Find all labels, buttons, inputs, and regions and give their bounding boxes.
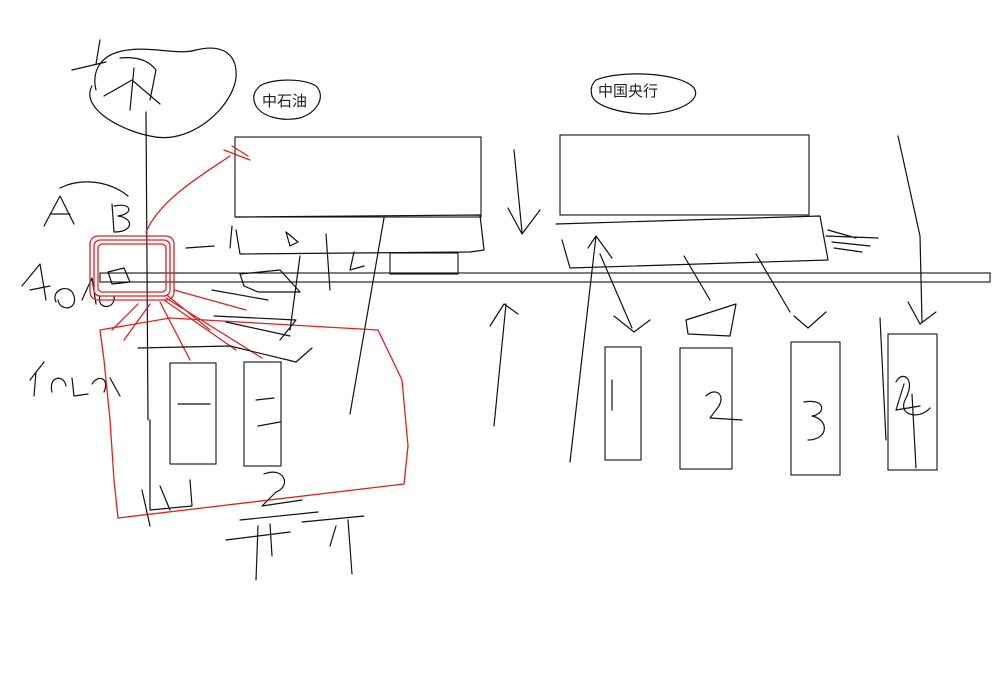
red-node-outer [89,235,175,301]
red-region [99,317,409,519]
numeral-right-2 [705,391,743,421]
scribble-top-left-1 [71,39,237,139]
pboc-label: 中国央行 [598,82,659,100]
pboc-under-scribble [555,215,829,269]
scribble-bottom-1 [141,479,193,527]
stroke-right-cluster [569,235,931,463]
red-spokes [111,289,263,361]
cnpc-box [234,136,482,218]
red-node-inner [97,243,167,293]
scribble-top-left-2 [145,111,151,511]
scribble-bottom-3 [137,321,313,363]
scribble-left-text [21,263,121,397]
slot-box-right-3 [790,341,841,476]
stroke-center-2 [185,225,301,341]
slot-box-right-2 [679,347,733,470]
numeral-left-2 [255,397,281,427]
numeral-right-4 [895,383,921,469]
cnpc-under-scribble [235,214,485,255]
slot-box-right-1 [604,346,642,461]
pboc-bubble [590,73,697,115]
node-inner-mark [107,267,131,285]
slot-box-left-2 [243,361,282,467]
numeral-right-3 [803,400,825,441]
small-bar-segment [389,252,459,275]
arrow-down-2 [897,135,937,325]
scribble-bottom-2 [225,471,365,581]
arrow-down-1 [507,149,541,235]
cnpc-label: 中石油 [262,92,308,110]
red-arrow-up [145,145,251,233]
arrow-up-mid [489,303,519,427]
cnpc-bubble [253,79,321,120]
pboc-hatch [825,229,879,253]
slot-box-left-1 [169,362,217,465]
slot-box-right-4 [887,333,938,471]
pboc-box [559,134,810,216]
scribble-ab-marks [43,181,131,233]
horizontal-bar [99,272,991,283]
red-node-mid [93,239,171,297]
stroke-center-1 [285,217,385,415]
